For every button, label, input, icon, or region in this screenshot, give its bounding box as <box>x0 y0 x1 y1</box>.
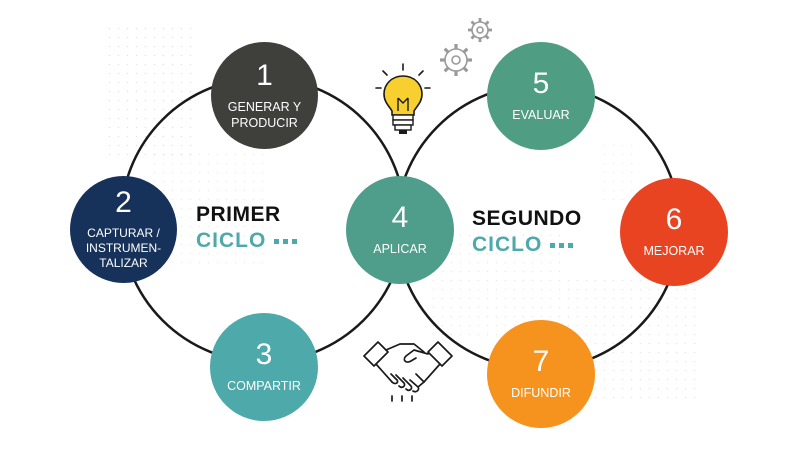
step-label: GENERAR Y PRODUCIR <box>227 99 302 130</box>
first-cycle-title-line2: CICLO <box>196 228 298 254</box>
step-6-node: 6 MEJORAR <box>620 178 728 286</box>
step-label: COMPARTIR <box>227 379 301 393</box>
decorative-dot <box>274 238 280 244</box>
step-number: 2 <box>115 186 132 219</box>
step-label: CAPTURAR / INSTRUMEN- TALIZAR <box>85 226 162 270</box>
first-cycle-title-line1: PRIMER <box>196 203 281 226</box>
step-number: 3 <box>255 338 273 371</box>
step-number: 6 <box>665 203 683 236</box>
second-cycle-title: SEGUNDO CICLO <box>472 206 582 258</box>
step-label: MEJORAR <box>643 244 705 258</box>
step-1-node: 1 GENERAR Y PRODUCIR <box>211 42 318 149</box>
gears-icon <box>440 18 492 76</box>
step-3-node: 3 COMPARTIR <box>210 313 318 421</box>
step-number: 7 <box>532 345 550 378</box>
step-number: 1 <box>256 58 273 92</box>
step-label: EVALUAR <box>512 108 570 122</box>
step-label: DIFUNDIR <box>511 386 571 400</box>
step-4-node: 4 APLICAR <box>346 176 454 284</box>
decorative-dot <box>550 242 556 248</box>
step-label: APLICAR <box>373 242 427 256</box>
second-cycle-title-line1: SEGUNDO <box>472 207 582 230</box>
decorative-dot <box>559 242 565 248</box>
decorative-dot <box>292 238 298 244</box>
handshake-icon <box>363 341 453 402</box>
second-cycle-title-line2: CICLO <box>472 232 582 258</box>
decorative-dot <box>568 242 574 248</box>
first-cycle-title: PRIMER CICLO <box>196 202 298 254</box>
step-5-node: 5 EVALUAR <box>487 42 595 150</box>
step-number: 4 <box>391 201 409 234</box>
step-number: 5 <box>532 67 550 100</box>
step-2-node: 2 CAPTURAR / INSTRUMEN- TALIZAR <box>70 176 177 283</box>
lightbulb-icon <box>375 63 431 134</box>
step-7-node: 7 DIFUNDIR <box>487 320 595 428</box>
decorative-dot <box>283 238 289 244</box>
